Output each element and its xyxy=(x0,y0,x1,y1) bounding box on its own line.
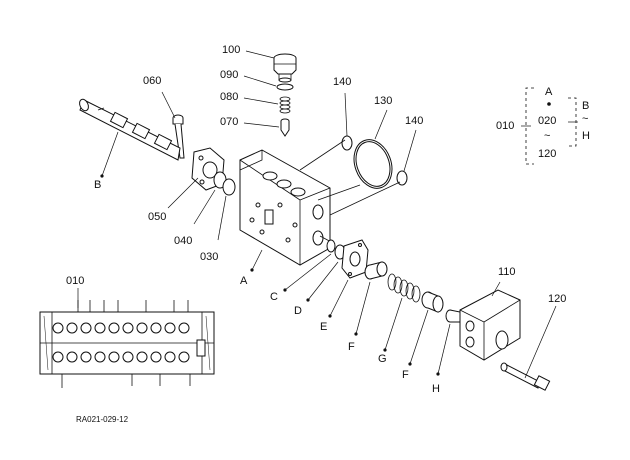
label-E: E xyxy=(320,321,328,333)
poppet-070 xyxy=(280,118,290,137)
label-set-tilde-2: ~ xyxy=(582,113,589,125)
label-010: 010 xyxy=(66,275,85,287)
plug-100 xyxy=(273,53,297,83)
label-G: G xyxy=(378,353,387,365)
label-110: 110 xyxy=(498,266,516,278)
spring-G xyxy=(387,273,421,303)
label-set-120: 120 xyxy=(538,148,557,160)
o-ring-140-right xyxy=(396,170,408,186)
bolt-060 xyxy=(172,114,185,159)
leader-lines xyxy=(77,50,557,379)
cap-110 xyxy=(459,289,521,361)
label-100: 100 xyxy=(222,44,241,56)
label-090: 090 xyxy=(220,69,239,81)
label-070: 070 xyxy=(220,116,239,128)
label-set-B: B xyxy=(582,100,590,112)
label-F2: F xyxy=(402,369,409,381)
bolt-H xyxy=(445,309,461,323)
label-set-A: A xyxy=(545,86,553,98)
bolt-120 xyxy=(500,362,551,391)
spring-080 xyxy=(279,96,291,114)
label-set-H: H xyxy=(582,130,590,142)
sleeve-F1 xyxy=(364,261,388,280)
label-F1: F xyxy=(348,341,355,353)
label-040: 040 xyxy=(174,235,193,247)
label-A: A xyxy=(240,275,248,287)
label-B: B xyxy=(94,179,102,191)
label-C: C xyxy=(270,291,278,303)
label-set-020: 020 xyxy=(538,115,557,127)
label-120: 120 xyxy=(548,293,567,305)
ring-C xyxy=(326,239,336,253)
label-030: 030 xyxy=(200,251,219,263)
label-130: 130 xyxy=(374,95,393,107)
label-set-tilde-1: ~ xyxy=(544,130,551,142)
label-H: H xyxy=(432,383,440,395)
set-bracket xyxy=(521,87,578,165)
label-D: D xyxy=(294,305,302,317)
label-050: 050 xyxy=(148,211,167,223)
collar-F2 xyxy=(421,291,444,313)
o-ring-140-left xyxy=(341,135,353,151)
label-140-left: 140 xyxy=(333,76,352,88)
o-ring-090 xyxy=(276,83,294,91)
label-010-set: 010 xyxy=(496,120,515,132)
ring-030 xyxy=(222,178,236,196)
plate-E xyxy=(341,239,369,279)
valve-assembly-010 xyxy=(39,300,215,388)
label-080: 080 xyxy=(220,91,239,103)
valve-body-A xyxy=(239,149,331,266)
label-060: 060 xyxy=(143,75,162,87)
label-140-right: 140 xyxy=(405,115,424,127)
figure-id: RA021-029-12 xyxy=(76,415,129,424)
spool-shaft xyxy=(79,98,181,161)
